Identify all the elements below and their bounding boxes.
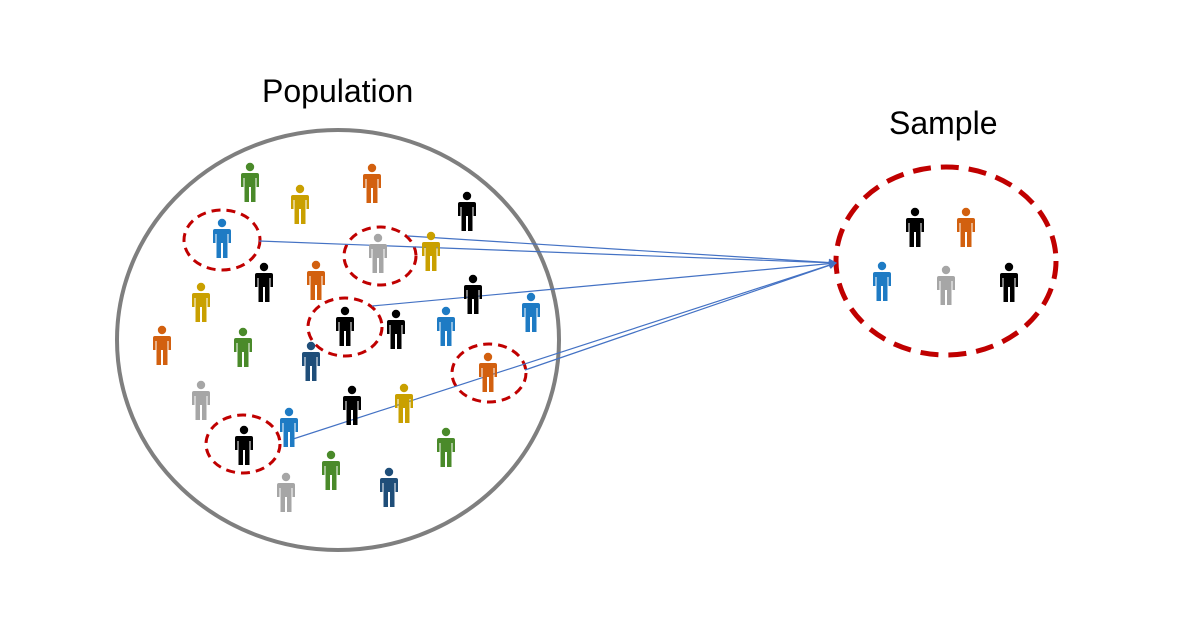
person-icon bbox=[291, 184, 309, 224]
person-icon bbox=[255, 262, 273, 302]
selected-member-circle bbox=[182, 208, 262, 272]
person-icon bbox=[192, 282, 210, 322]
person-icon bbox=[957, 207, 975, 247]
person-icon bbox=[234, 327, 252, 367]
sample-circle bbox=[833, 164, 1059, 358]
person-icon bbox=[302, 341, 320, 381]
person-icon bbox=[322, 450, 340, 490]
person-icon bbox=[937, 265, 955, 305]
sampling-arrow bbox=[371, 259, 837, 307]
person-icon bbox=[307, 260, 325, 300]
person-icon bbox=[213, 218, 231, 258]
person-icon bbox=[437, 306, 455, 346]
person-icon bbox=[906, 207, 924, 247]
person-icon bbox=[873, 261, 891, 301]
person-icon bbox=[343, 385, 361, 425]
person-icon bbox=[153, 325, 171, 365]
person-icon bbox=[422, 231, 440, 271]
person-icon bbox=[336, 306, 354, 346]
sampling-arrow bbox=[407, 235, 837, 267]
person-icon bbox=[464, 274, 482, 314]
sample-label: Sample bbox=[889, 105, 998, 141]
person-icon bbox=[387, 309, 405, 349]
sampling-arrow bbox=[524, 261, 837, 371]
selected-member-circle bbox=[450, 342, 528, 404]
population-label: Population bbox=[262, 73, 414, 109]
person-icon bbox=[395, 383, 413, 423]
person-icon bbox=[522, 292, 540, 332]
person-icon bbox=[437, 427, 455, 467]
person-icon bbox=[369, 233, 387, 273]
selected-member-circle bbox=[342, 225, 418, 287]
person-icon bbox=[235, 425, 253, 465]
person-icon bbox=[363, 163, 381, 203]
person-icon bbox=[192, 380, 210, 420]
person-icon bbox=[1000, 262, 1018, 302]
person-icon bbox=[479, 352, 497, 392]
person-icon bbox=[277, 472, 295, 512]
person-icon bbox=[380, 467, 398, 507]
selected-member-circle bbox=[204, 413, 282, 475]
person-icon bbox=[458, 191, 476, 231]
person-icon bbox=[241, 162, 259, 202]
population-circle bbox=[115, 128, 561, 552]
person-icon bbox=[280, 407, 298, 447]
sampling-arrow bbox=[258, 240, 837, 267]
sampling-arrow bbox=[289, 261, 837, 441]
selected-member-circle bbox=[306, 296, 384, 358]
